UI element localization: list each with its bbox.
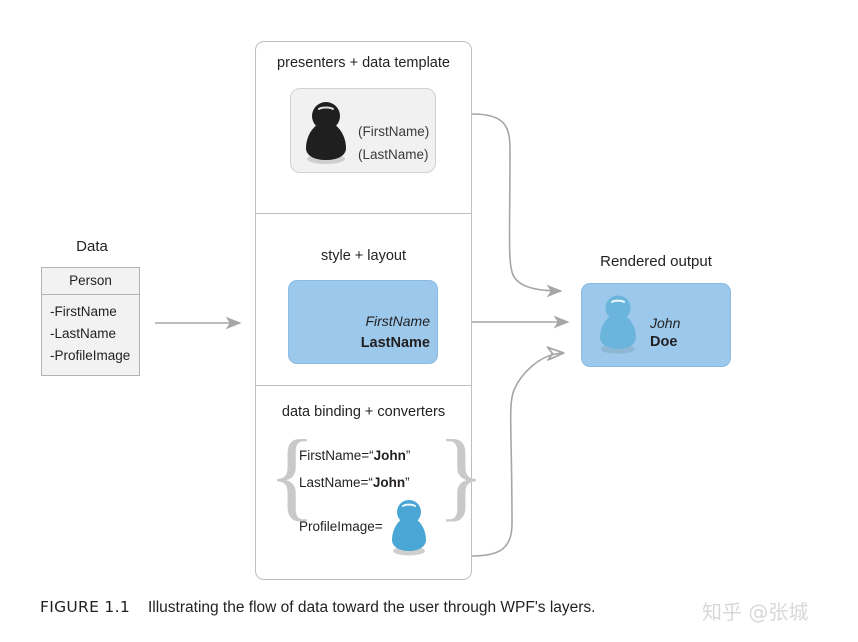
presenter-placeholder-text: (FirstName) (LastName) [358,120,448,166]
presenter-firstname-placeholder: (FirstName) [358,124,430,139]
arrow-binding-to-rendered [471,353,563,557]
binding-firstname-quote: ” [405,448,411,463]
brace-right: } [437,419,485,530]
watermark: 知乎 @张城 [702,600,809,624]
data-column-label: Data [76,238,108,255]
layer-divider [256,385,471,386]
person-silhouette-blue-icon [600,295,636,354]
figure-caption: FIGURE 1.1 Illustrating the flow of data … [40,598,596,617]
binding-lastname-quote: ” [405,475,410,490]
person-class-box: Person -FirstName -LastName -ProfileImag… [41,267,140,376]
layer-divider [256,213,471,214]
person-silhouette-dark-icon [306,102,346,164]
person-class-members: -FirstName -LastName -ProfileImage [42,295,139,375]
rendered-lastname-text: Doe [650,334,678,350]
binding-lastname-key: LastName=“ [299,475,373,490]
rendered-firstname-text: John [650,315,681,331]
list-item: -ProfileImage [50,348,131,363]
layer-title-binding: data binding + converters [281,404,446,420]
rendered-output-label: Rendered output [600,253,712,270]
binding-lastname-value: John [372,475,406,490]
list-item: -FirstName [50,304,117,319]
binding-firstname-key: FirstName=“ [299,448,374,463]
style-firstname-text: FirstName [365,313,430,329]
binding-profileimage-label: ProfileImage= [299,519,383,534]
person-class-name: Person [42,268,139,295]
presenter-lastname-placeholder: (LastName) [358,147,429,162]
figure-caption-label: FIGURE 1.1 [40,598,130,616]
list-item: -LastName [50,326,117,341]
binding-lastname-row: LastName=“John” [299,475,410,490]
style-lastname-text: LastName [360,335,430,351]
person-silhouette-blue-icon [392,500,426,556]
figure-caption-text: Illustrating the flow of data toward the… [147,599,596,616]
brace-left: { [268,419,316,530]
binding-firstname-value: John [373,448,406,463]
arrow-presenters-to-rendered [471,113,563,298]
binding-firstname-row: FirstName=“John” [299,448,410,463]
layer-title-presenters: presenters + data template [277,55,450,71]
layer-title-style: style + layout [320,248,407,264]
style-layout-card [288,280,438,364]
